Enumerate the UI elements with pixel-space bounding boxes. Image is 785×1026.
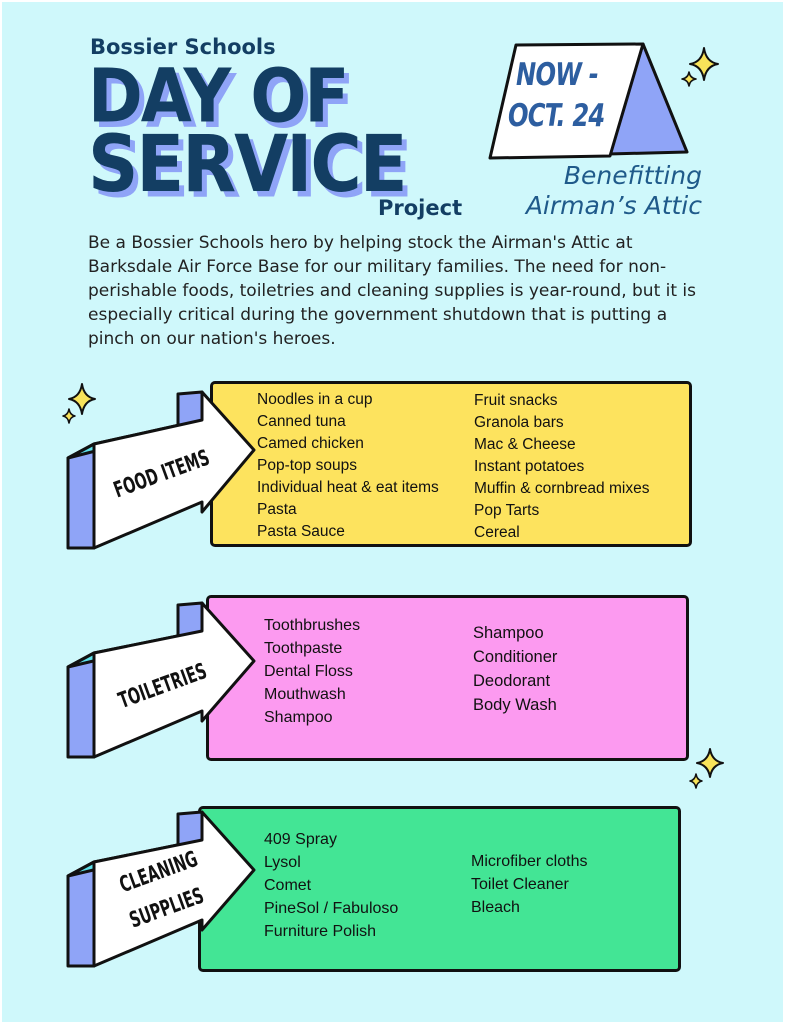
title-line-2: SERVICE bbox=[88, 118, 408, 211]
list-item: Pop-top soups bbox=[257, 457, 357, 474]
list-item: Shampoo bbox=[264, 709, 333, 726]
list-item: Bleach bbox=[471, 899, 520, 916]
intro-paragraph: Be a Bossier Schools hero by helping sto… bbox=[88, 233, 697, 349]
list-item: Mouthwash bbox=[264, 686, 346, 703]
list-item: 409 Spray bbox=[264, 831, 337, 848]
list-item: Shampoo bbox=[473, 624, 544, 642]
list-item: Pop Tarts bbox=[474, 502, 540, 519]
list-item: Comet bbox=[264, 877, 312, 894]
sparkle-icon bbox=[689, 748, 724, 789]
list-item: Toothbrushes bbox=[264, 617, 361, 634]
list-item: Microfiber cloths bbox=[471, 853, 588, 870]
benefit-line-2: Airman’s Attic bbox=[525, 191, 702, 220]
list-item: Pasta Sauce bbox=[257, 523, 345, 540]
list-item: Individual heat & eat items bbox=[257, 479, 439, 496]
list-item: PineSol / Fabuloso bbox=[264, 900, 399, 917]
list-item: Lysol bbox=[264, 854, 301, 871]
list-item: Instant potatoes bbox=[474, 458, 585, 475]
title-subtitle: Project bbox=[378, 196, 463, 220]
cleaning-col-2: Microfiber cloths Toilet Cleaner Bleach bbox=[471, 850, 587, 919]
tent-sign bbox=[488, 42, 689, 160]
toiletries-box bbox=[206, 595, 689, 761]
list-item: Canned tuna bbox=[257, 413, 346, 430]
list-item: Toothpaste bbox=[264, 640, 343, 657]
food-col-1: Noodles in a cup Canned tuna Camed chick… bbox=[257, 389, 439, 543]
list-item: Camed chicken bbox=[257, 435, 364, 452]
date-end: OCT. 24 bbox=[508, 98, 605, 134]
list-item: Furniture Polish bbox=[264, 923, 377, 940]
title-line-1: DAY OF bbox=[88, 53, 350, 140]
list-item: Noodles in a cup bbox=[257, 391, 373, 408]
sparkle-icon bbox=[681, 47, 719, 87]
list-item: Muffin & cornbread mixes bbox=[474, 480, 650, 497]
toiletries-col-1: Toothbrushes Toothpaste Dental Floss Mou… bbox=[264, 614, 360, 729]
list-item: Conditioner bbox=[473, 648, 558, 666]
list-item: Body Wash bbox=[473, 696, 557, 714]
toiletries-col-2: Shampoo Conditioner Deodorant Body Wash bbox=[473, 621, 557, 717]
arrow-icon bbox=[66, 390, 256, 550]
list-item: Mac & Cheese bbox=[474, 436, 576, 453]
list-item: Granola bars bbox=[474, 414, 564, 431]
food-col-2: Fruit snacks Granola bars Mac & Cheese I… bbox=[474, 390, 649, 544]
list-item: Fruit snacks bbox=[474, 392, 558, 409]
list-item: Dental Floss bbox=[264, 663, 353, 680]
cleaning-col-1: 409 Spray Lysol Comet PineSol / Fabuloso… bbox=[264, 828, 398, 943]
date-start: NOW - bbox=[516, 57, 599, 93]
sparkle-icon bbox=[62, 383, 96, 424]
arrow-icon bbox=[66, 810, 256, 968]
arrow-icon bbox=[66, 601, 256, 759]
list-item: Deodorant bbox=[473, 672, 551, 690]
list-item: Pasta bbox=[257, 501, 297, 518]
list-item: Toilet Cleaner bbox=[471, 876, 569, 893]
benefit-line-1: Benefitting bbox=[563, 161, 702, 190]
org-name: Bossier Schools bbox=[90, 35, 276, 59]
list-item: Cereal bbox=[474, 524, 520, 541]
